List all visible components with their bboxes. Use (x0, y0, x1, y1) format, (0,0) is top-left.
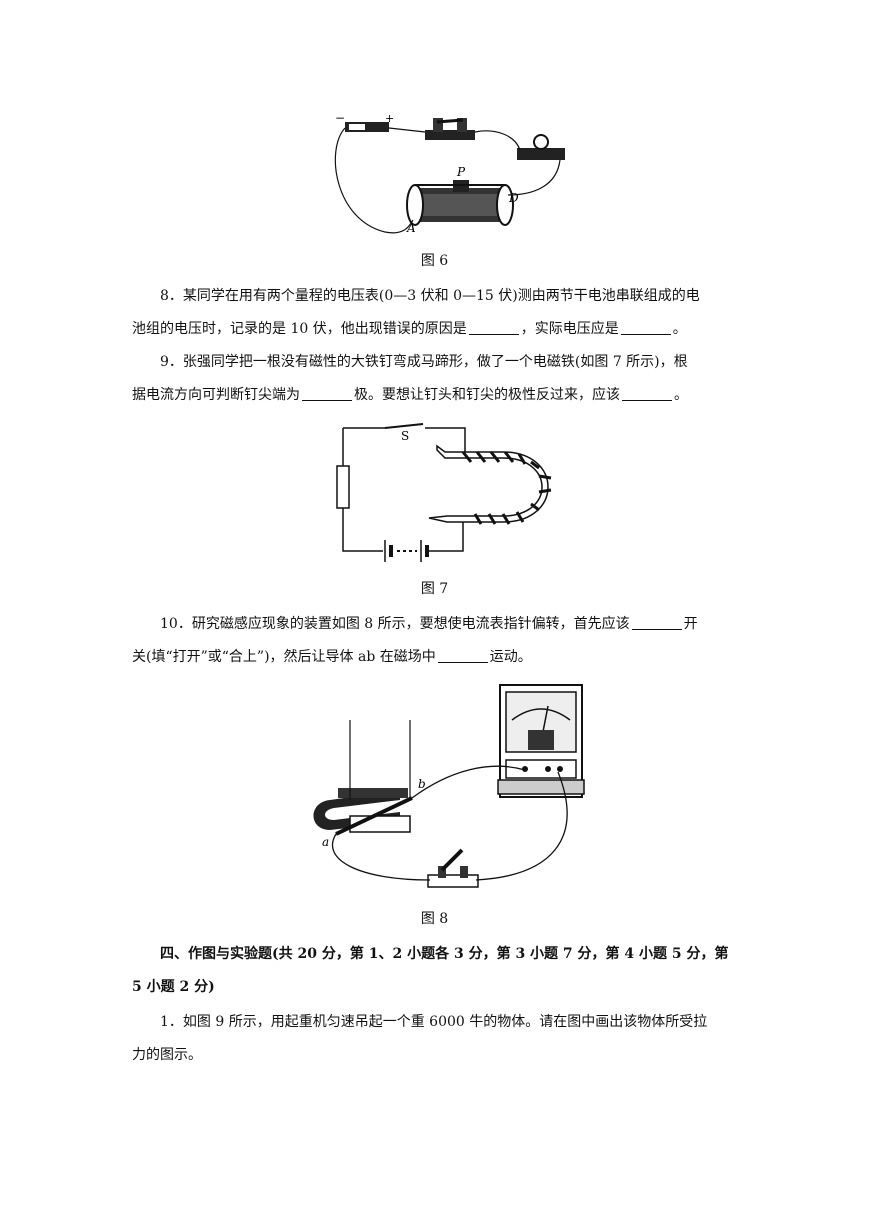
question-8: 8．某同学在用有两个量程的电压表(0—3 伏和 0—15 伏)测由两节干电池串联… (132, 280, 737, 346)
figure-6-circuit: − + P D A (334, 111, 565, 235)
q9-line2b: 极。要想让钉头和钉尖的极性反过来，应该 (354, 387, 620, 403)
q10-line2b: 运动。 (489, 649, 532, 665)
a-label: a (322, 835, 329, 849)
rheostat (406, 180, 514, 226)
figure-6-caption: 图 6 (420, 253, 449, 269)
q9-line2c: 。 (674, 387, 688, 403)
section-4-question-1: 1．如图 9 所示，用起重机匀速吊起一个重 6000 牛的物体。请在图中画出该物… (132, 1006, 737, 1072)
section-4-heading: 四、作图与实验题(共 20 分，第 1、2 小题各 3 分，第 3 小题 7 分… (132, 938, 737, 1004)
d-label: D (508, 191, 519, 205)
question-10: 10．研究磁感应现象的装置如图 8 所示，要想使电流表指针偏转，首先应该 开 关(… (132, 608, 737, 674)
q8-line2b: ，实际电压应是 (520, 321, 619, 337)
galvanometer (497, 684, 585, 798)
q10-line1b: 开 (683, 616, 698, 632)
figure-8-caption: 图 8 (420, 911, 449, 927)
switch-label: S (401, 429, 409, 443)
switch (425, 118, 475, 140)
q10-line1a: 10．研究磁感应现象的装置如图 8 所示，要想使电流表指针偏转，首先应该 (160, 616, 630, 632)
q8-blank-2[interactable] (620, 320, 671, 335)
switch-s (384, 423, 424, 429)
q10-blank-2[interactable] (437, 648, 488, 663)
p-label: P (456, 165, 466, 179)
minus-label: − (335, 111, 345, 125)
figure-7-electromagnet: S (336, 423, 552, 562)
horseshoe-magnet (313, 788, 411, 833)
a-label: A (406, 221, 416, 235)
plus-label: + (385, 112, 394, 125)
q9-line1: 9．张强同学把一根没有磁性的大铁钉弯成马蹄形，做了一个电磁铁(如图 7 所示)，… (160, 354, 688, 370)
figure-8-induction-apparatus: a b (313, 684, 585, 888)
resistor (336, 465, 350, 509)
battery (384, 540, 429, 562)
q10-blank-1[interactable] (631, 615, 682, 630)
s4q1-line1: 1．如图 9 所示，用起重机匀速吊起一个重 6000 牛的物体。请在图中画出该物… (160, 1014, 708, 1030)
question-9: 9．张强同学把一根没有磁性的大铁钉弯成马蹄形，做了一个电磁铁(如图 7 所示)，… (132, 346, 737, 412)
section4-line1: 四、作图与实验题(共 20 分，第 1、2 小题各 3 分，第 3 小题 7 分… (160, 946, 729, 962)
figure-7-caption: 图 7 (420, 581, 449, 597)
q8-line2c: 。 (672, 321, 687, 337)
q8-line1: 8．某同学在用有两个量程的电压表(0—3 伏和 0—15 伏)测由两节干电池串联… (160, 288, 700, 304)
horseshoe-nail (428, 444, 552, 525)
battery (345, 122, 389, 132)
section4-line2: 5 小题 2 分) (132, 979, 215, 995)
conductor-ab (335, 796, 413, 836)
q9-line2a: 据电流方向可判断钉尖端为 (132, 387, 300, 403)
s4q1-line2: 力的图示。 (132, 1047, 202, 1063)
bulb (517, 134, 565, 160)
q9-blank-1[interactable] (302, 386, 352, 401)
b-label: b (418, 777, 426, 791)
q8-line2a: 池组的电压时，记录的是 10 伏，他出现错误的原因是 (132, 321, 467, 337)
knife-switch (427, 848, 479, 888)
q9-blank-2[interactable] (622, 386, 672, 401)
q10-line2a: 关(填“打开”或“合上”)，然后让导体 ab 在磁场中 (132, 649, 436, 665)
q8-blank-1[interactable] (468, 320, 519, 335)
